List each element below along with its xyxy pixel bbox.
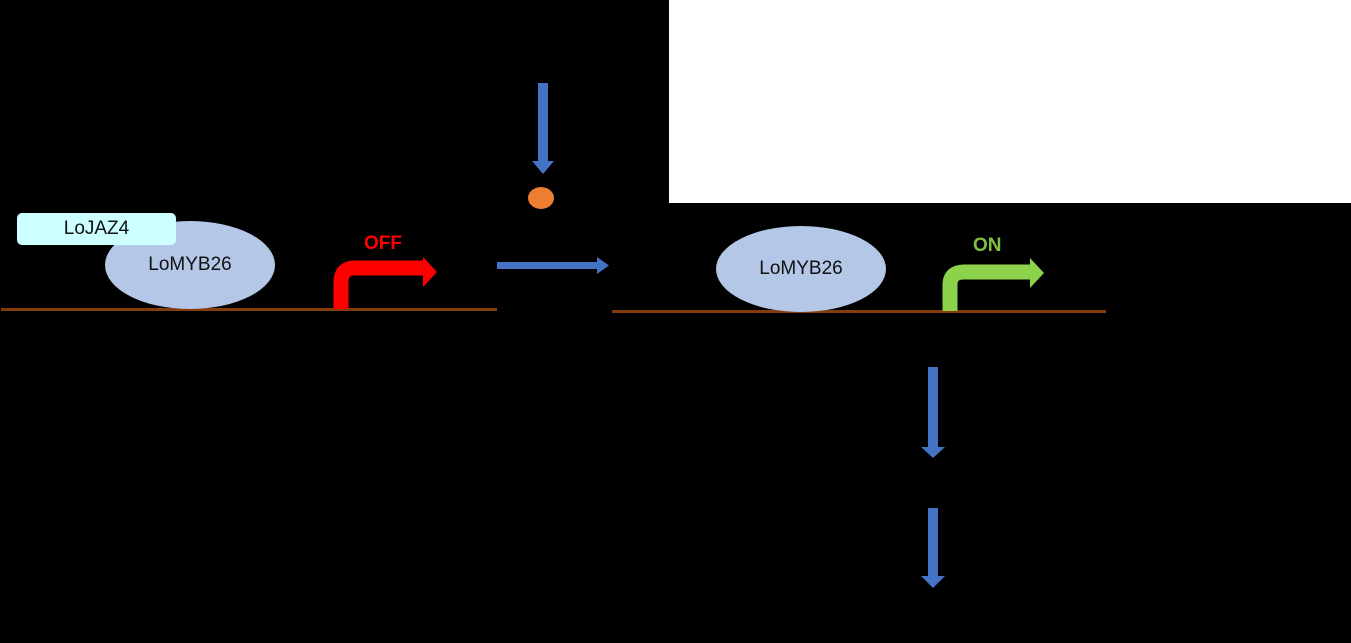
lojaz4-repressor: LoJAZ4 (17, 213, 176, 245)
factor-label: LoMYB26 (759, 258, 843, 279)
transition-right-arrow-icon (497, 257, 609, 274)
promoter-arrow-on-icon (942, 258, 1044, 311)
downstream-arrow-1-icon (921, 367, 945, 458)
promoter-status-on: ON (973, 235, 1002, 256)
signal-molecule-icon (528, 187, 554, 209)
blank-panel (669, 0, 1351, 203)
downstream-arrow-2-icon (921, 508, 945, 588)
signal-down-arrow-icon (532, 83, 554, 174)
promoter-arrow-off-icon (333, 257, 437, 309)
promoter-status-off: OFF (364, 233, 402, 254)
repressor-label: LoJAZ4 (63, 218, 130, 239)
factor-label: LoMYB26 (148, 254, 232, 275)
lomyb26-factor-active: LoMYB26 (716, 226, 886, 312)
